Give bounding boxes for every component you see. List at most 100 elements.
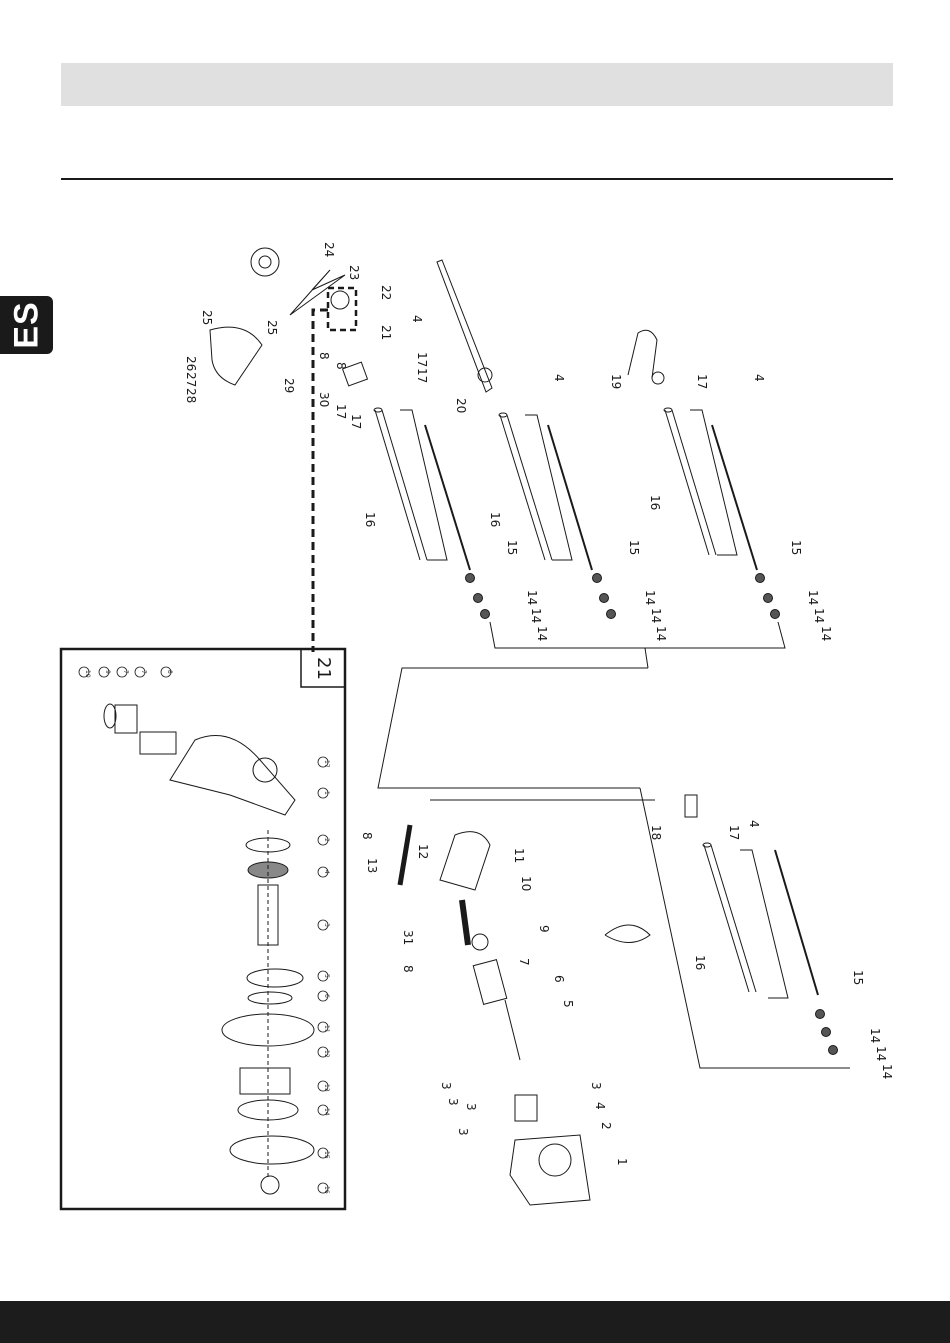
part-number-label: 17 xyxy=(349,414,363,429)
housing-bore xyxy=(253,758,277,782)
part-number-label: 13 xyxy=(365,858,379,873)
detail-callout-label: 6 xyxy=(323,994,330,998)
part-number-label: 25 xyxy=(265,320,279,335)
part-number-label: 22 xyxy=(379,285,393,300)
shaft-tube-edge xyxy=(704,845,749,992)
nut xyxy=(474,594,483,603)
part-number-label: 17 xyxy=(727,825,741,840)
detail-callout-label: 4 xyxy=(323,870,330,874)
part-number-label: 16 xyxy=(648,495,662,510)
nut xyxy=(829,1046,838,1055)
detail-callout-label: 8 xyxy=(166,670,173,674)
part-number-label: 8 xyxy=(360,832,374,840)
detail-callout-label: 17 xyxy=(323,760,330,768)
nut xyxy=(600,594,609,603)
part-number-label: 7 xyxy=(517,958,531,966)
circlip xyxy=(248,992,292,1004)
shaft-tube-edge xyxy=(507,415,552,560)
part-number-label: 14 xyxy=(535,626,549,641)
cover-cup xyxy=(230,1136,314,1164)
detail-callout-label: 16 xyxy=(323,1186,330,1194)
detail-callout-label: 7 xyxy=(122,670,129,674)
shaft-tube xyxy=(503,415,548,560)
shaft-coupler xyxy=(685,795,697,817)
grass-guard xyxy=(210,327,262,385)
nut xyxy=(481,610,490,619)
part-number-label: 14 xyxy=(643,590,657,605)
part-number-label: 15 xyxy=(789,540,803,555)
pinion-shaft xyxy=(140,732,176,754)
shaft-tube-edge xyxy=(375,410,420,560)
shaft-tube-edge xyxy=(382,410,427,560)
footer-band xyxy=(0,1301,950,1343)
throttle-handle xyxy=(473,960,507,1005)
part-number-label: 8 xyxy=(334,362,348,370)
part-number-label: 24 xyxy=(322,242,336,257)
part-number-label: 21 xyxy=(379,325,393,340)
trimmer-head-hub xyxy=(259,256,271,268)
wiring xyxy=(505,1000,520,1060)
part-number-label: 3 xyxy=(456,1128,470,1136)
part-number-label: 4 xyxy=(552,374,566,382)
shaft-tube-edge xyxy=(665,410,709,555)
group-bracket xyxy=(490,622,785,648)
part-number-label: 14 xyxy=(654,626,668,641)
part-number-label: 4 xyxy=(752,374,766,382)
part-number-label: 25 xyxy=(200,310,214,325)
nut xyxy=(593,574,602,583)
group-link xyxy=(645,648,648,668)
part-number-label: 17 xyxy=(415,352,429,367)
nut xyxy=(764,594,773,603)
nut xyxy=(822,1028,831,1037)
trimmer-head xyxy=(251,248,279,276)
part-number-label: 9 xyxy=(537,925,551,933)
drive-cable xyxy=(425,425,470,570)
part-number-label: 17 xyxy=(334,404,348,419)
part-number-label: 29 xyxy=(282,378,296,393)
part-number-label: 14 xyxy=(868,1028,882,1043)
part-number-label: 14 xyxy=(812,608,826,623)
shaft-tube-edge xyxy=(711,845,756,992)
nut xyxy=(771,610,780,619)
throttle-cable xyxy=(605,925,650,943)
part-number-label: 3 xyxy=(589,1082,603,1090)
coupler xyxy=(652,372,664,384)
detail-callout-label: 15 xyxy=(323,1151,330,1159)
hand-grip xyxy=(400,825,410,885)
part-number-label: 14 xyxy=(649,608,663,623)
part-number-label: 15 xyxy=(851,970,865,985)
part-number-label: 16 xyxy=(488,512,502,527)
drive-cable xyxy=(775,850,818,995)
washer xyxy=(104,704,116,728)
part-number-label: 14 xyxy=(806,590,820,605)
detail-callout-label: 10 xyxy=(84,670,91,678)
part-number-label: 4 xyxy=(747,820,761,828)
shaft-guide xyxy=(525,415,572,560)
part-number-label: 30 xyxy=(317,392,331,407)
detail-title: 21 xyxy=(313,657,334,680)
engine xyxy=(510,1135,590,1205)
part-number-label: 4 xyxy=(410,315,424,323)
drive-cable xyxy=(548,425,592,570)
group-bracket xyxy=(378,668,648,788)
part-number-label: 17 xyxy=(415,368,429,383)
part-number-label: 14 xyxy=(880,1064,894,1079)
clutch-housing xyxy=(515,1095,537,1121)
part-number-label: 19 xyxy=(609,374,623,389)
detail-callout-label: 3 xyxy=(323,923,330,927)
part-number-label: 3 xyxy=(439,1082,453,1090)
part-number-label: 3 xyxy=(464,1103,478,1111)
part-number-label: 2 xyxy=(599,1122,613,1130)
detail-callout-label: 5 xyxy=(323,974,330,978)
throttle-clamp xyxy=(472,934,488,950)
shaft-guide xyxy=(400,410,447,560)
shaft-tube xyxy=(668,410,712,555)
bearing-lower xyxy=(247,969,303,987)
group-bracket xyxy=(640,788,850,1068)
shaft-tube xyxy=(378,410,423,560)
part-number-label: 28 xyxy=(184,388,198,403)
shaft-tube-edge xyxy=(500,415,545,560)
shaft-stub xyxy=(462,900,468,945)
detail-callout-label: 13 xyxy=(323,1084,330,1092)
